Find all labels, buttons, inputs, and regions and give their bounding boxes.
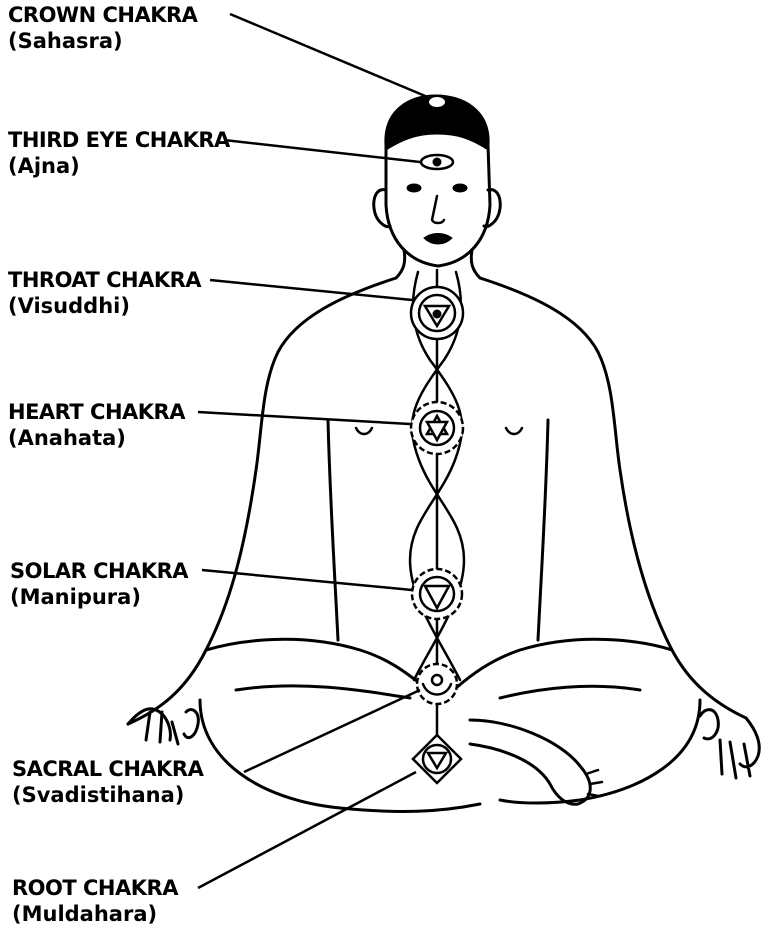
heart-chakra-icon (411, 402, 463, 454)
sacral-chakra-sanskrit: (Svadistihana) (12, 782, 203, 808)
third-eye-chakra-icon (421, 155, 453, 169)
solar-chakra-icon (412, 569, 462, 619)
left-eye (407, 184, 421, 192)
solar-chakra-sanskrit: (Manipura) (10, 584, 188, 610)
foot (470, 720, 590, 804)
root-chakra-label: ROOT CHAKRA (Muldahara) (12, 875, 178, 928)
neck-right (471, 250, 480, 278)
left-nipple (356, 428, 372, 434)
heart-pointer (198, 412, 410, 424)
right-nipple (506, 428, 522, 434)
neck-left (396, 250, 405, 278)
crown-chakra-label: CROWN CHAKRA (Sahasra) (8, 2, 197, 55)
left-inner-arm (328, 420, 338, 640)
left-shoulder-arm (128, 278, 396, 724)
throat-chakra-name: THROAT CHAKRA (8, 267, 201, 293)
solar-chakra-label: SOLAR CHAKRA (Manipura) (10, 558, 188, 611)
root-pointer (198, 772, 416, 888)
sacral-chakra-name: SACRAL CHAKRA (12, 756, 203, 782)
third-eye-chakra-name: THIRD EYE CHAKRA (8, 127, 230, 153)
mouth (424, 234, 452, 245)
crown-pointer (230, 14, 430, 98)
crown-chakra-name: CROWN CHAKRA (8, 2, 197, 28)
nose (432, 196, 444, 223)
throat-chakra-sanskrit: (Visuddhi) (8, 293, 201, 319)
meditating-figure (128, 96, 759, 811)
right-eye (453, 184, 467, 192)
crown-chakra-sanskrit: (Sahasra) (8, 28, 197, 54)
lap-fold-right (500, 686, 640, 698)
left-thigh (206, 639, 426, 688)
right-inner-arm (538, 420, 548, 640)
heart-chakra-label: HEART CHAKRA (Anahata) (8, 399, 185, 452)
root-chakra-sanskrit: (Muldahara) (12, 901, 178, 927)
heart-chakra-sanskrit: (Anahata) (8, 425, 185, 451)
root-chakra-icon (413, 735, 461, 783)
third-eye-chakra-label: THIRD EYE CHAKRA (Ajna) (8, 127, 230, 180)
throat-chakra-label: THROAT CHAKRA (Visuddhi) (8, 267, 201, 320)
sacral-pointer (244, 690, 420, 772)
left-hand (128, 709, 198, 744)
right-hand (700, 710, 759, 778)
sacral-chakra-icon (417, 664, 457, 704)
solar-chakra-name: SOLAR CHAKRA (10, 558, 188, 584)
right-thigh (456, 639, 672, 688)
sacral-chakra-label: SACRAL CHAKRA (Svadistihana) (12, 756, 203, 809)
heart-chakra-name: HEART CHAKRA (8, 399, 185, 425)
throat-chakra-icon (411, 287, 463, 339)
crown-chakra-icon (428, 96, 446, 108)
third-eye-chakra-sanskrit: (Ajna) (8, 153, 230, 179)
root-chakra-name: ROOT CHAKRA (12, 875, 178, 901)
lower-leg-right (500, 700, 700, 803)
lap-fold (236, 686, 410, 698)
right-shoulder-arm (480, 278, 746, 718)
